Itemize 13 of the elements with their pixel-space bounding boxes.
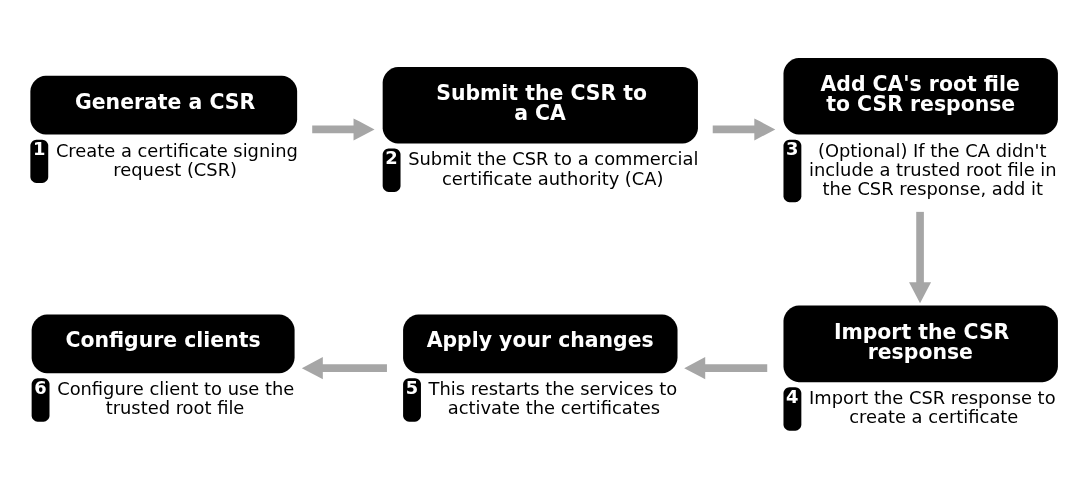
node-label: This restarts the services to activate the certificates (428, 378, 678, 419)
node-label: Import the CSR response to create a certificate (809, 387, 1056, 428)
node-label: 5 (405, 376, 419, 398)
node-label: 4 (786, 385, 799, 407)
node-label: 6 (34, 376, 47, 398)
node-label: 3 (786, 138, 799, 160)
node-label: 1 (32, 138, 46, 160)
node-label: Submit the CSR to a commercial certificate authority (CA) (408, 148, 699, 189)
node-label: (Optional) If the CA didn't include a trusted root file in the CSR response, add it (809, 139, 1057, 199)
node-label: 2 (385, 147, 398, 169)
arrow (909, 211, 932, 304)
node-label: Create a certificate signing request (CSR) (55, 139, 298, 180)
node-label: Configure client to use the trusted root file (57, 378, 295, 419)
